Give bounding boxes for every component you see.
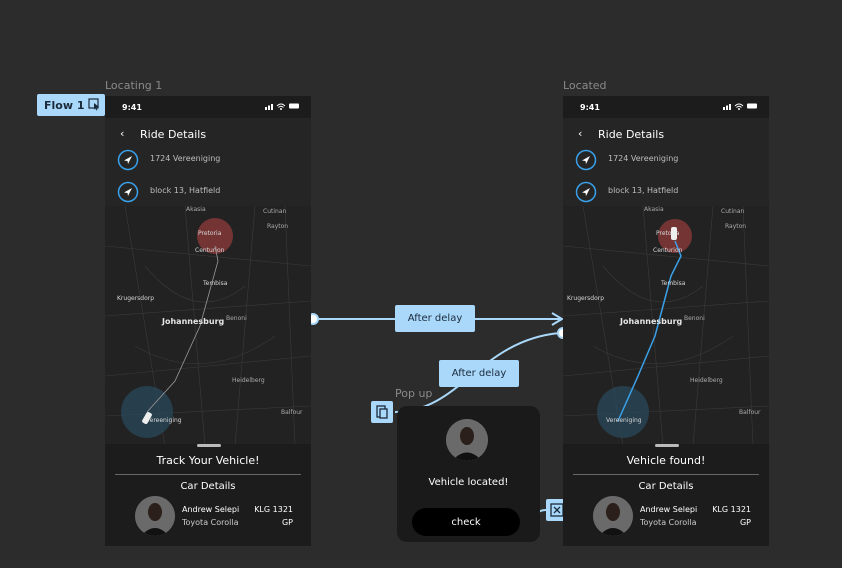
driver-name: Andrew Selepi (182, 505, 240, 514)
phone-frame-located: 9:41 ‹ Ride Details 1724 Vereeniging blo… (563, 96, 769, 546)
route-line (146, 245, 219, 413)
map-label-benoni: Benoni (684, 315, 705, 322)
map-label-johannesburg: Johannesburg (620, 317, 683, 326)
flow-play-icon (88, 98, 99, 111)
signal-wifi-battery-icon (265, 103, 299, 110)
destination-location-text: block 13, Hatfield (608, 186, 679, 195)
map-label-balfour: Balfour (281, 409, 303, 416)
map-label-pretoria: Pretoria (656, 230, 680, 237)
map-label-cutinan: Cutinan (263, 208, 287, 215)
car-model: Toyota Corolla (182, 518, 239, 527)
driver-avatar (135, 496, 175, 536)
map-roads (105, 206, 311, 446)
map-label-krugersdorp: Krugersdorp (567, 295, 605, 302)
destination-location-row[interactable]: block 13, Hatfield (575, 180, 757, 204)
divider (573, 474, 759, 475)
map-label-vereeniging: Vereeniging (146, 417, 182, 424)
map-label-johannesburg: Johannesburg (162, 317, 225, 326)
destination-location-text: block 13, Hatfield (150, 186, 221, 195)
map-roads (563, 206, 769, 446)
frame-label-popup: Pop up (395, 387, 433, 400)
sheet-title: Vehicle found! (626, 454, 706, 467)
connection-label-after-delay-1[interactable]: After delay (395, 305, 475, 332)
connector-arrow-1 (551, 312, 564, 326)
divider (115, 474, 301, 475)
status-bar: 9:41 (563, 96, 769, 118)
map-label-cutinan: Cutinan (721, 208, 745, 215)
map-label-rayton: Rayton (267, 223, 289, 230)
connection-label-after-delay-2[interactable]: After delay (439, 360, 519, 387)
check-button[interactable]: check (412, 508, 520, 536)
bottom-sheet: Track Your Vehicle! Car Details Andrew S… (105, 444, 311, 546)
map-label-balfour: Balfour (739, 409, 761, 416)
map-label-vereeniging: Vereeniging (606, 417, 642, 424)
flow-start-badge[interactable]: Flow 1 (37, 94, 105, 116)
driver-avatar (593, 496, 633, 536)
driver-name: Andrew Selepi (640, 505, 698, 514)
frame-label-located: Located (563, 79, 607, 92)
status-bar: 9:41 (105, 96, 311, 118)
frame-label-locating: Locating 1 (105, 79, 163, 92)
pickup-location-text: 1724 Vereeniging (150, 154, 221, 163)
sheet-title: Track Your Vehicle! (156, 454, 260, 467)
sheet-handle[interactable] (655, 444, 679, 447)
phone-frame-locating: 9:41 ‹ Ride Details 1724 Vereeniging blo… (105, 96, 311, 546)
car-marker-icon (671, 227, 677, 240)
map-label-tembisa: Tembisa (203, 280, 228, 287)
pickup-location-row[interactable]: 1724 Vereeniging (575, 148, 757, 172)
map-label-centurion: Centurion (653, 247, 683, 254)
car-details-title: Car Details (180, 481, 236, 492)
ride-details-header: ‹ Ride Details 1724 Vereeniging block 13… (563, 118, 769, 216)
sheet-handle[interactable] (197, 444, 221, 447)
map-label-tembisa: Tembisa (661, 280, 686, 287)
map-view[interactable]: Akasia Cutinan Rayton Pretoria Centurion… (105, 206, 311, 446)
car-model: Toyota Corolla (640, 518, 697, 527)
map-label-rayton: Rayton (725, 223, 747, 230)
navigation-arrow-icon (575, 149, 597, 171)
map-label-krugersdorp: Krugersdorp (117, 295, 155, 302)
driver-avatar (446, 419, 488, 461)
car-details-title: Car Details (638, 481, 694, 492)
map-label-heidelberg: Heidelberg (232, 377, 265, 384)
plate-province: GP (739, 518, 751, 527)
page-title: Ride Details (598, 128, 665, 141)
destination-location-row[interactable]: block 13, Hatfield (117, 180, 299, 204)
overlay-trigger-icon[interactable] (371, 401, 393, 423)
pretoria-marker (197, 218, 233, 254)
map-label-heidelberg: Heidelberg (690, 377, 723, 384)
status-time: 9:41 (580, 103, 600, 112)
ride-details-header: ‹ Ride Details 1724 Vereeniging block 13… (105, 118, 311, 216)
vereeniging-marker (597, 386, 649, 438)
map-label-pretoria: Pretoria (198, 230, 222, 237)
signal-wifi-battery-icon (723, 103, 757, 110)
navigation-arrow-icon (117, 149, 139, 171)
map-label-benoni: Benoni (226, 315, 247, 322)
vehicle-located-popup: Vehicle located! check (397, 406, 540, 542)
pickup-location-text: 1724 Vereeniging (608, 154, 679, 163)
map-label-centurion: Centurion (195, 247, 225, 254)
license-plate: KLG 1321 (254, 505, 293, 514)
navigation-arrow-icon (575, 181, 597, 203)
back-chevron-icon[interactable]: ‹ (578, 127, 583, 140)
back-chevron-icon[interactable]: ‹ (120, 127, 125, 140)
car-marker-icon (142, 412, 152, 424)
flow-badge-label: Flow 1 (44, 98, 85, 112)
license-plate: KLG 1321 (712, 505, 751, 514)
bottom-sheet: Vehicle found! Car Details Andrew Selepi… (563, 444, 769, 546)
plate-province: GP (281, 518, 293, 527)
map-label-akasia: Akasia (186, 206, 206, 213)
pickup-location-row[interactable]: 1724 Vereeniging (117, 148, 299, 172)
map-label-akasia: Akasia (644, 206, 664, 213)
navigation-arrow-icon (117, 181, 139, 203)
page-title: Ride Details (140, 128, 207, 141)
map-view[interactable]: Akasia Cutinan Rayton Pretoria Centurion… (563, 206, 769, 446)
route-line (617, 240, 682, 422)
popup-message: Vehicle located! (428, 477, 509, 488)
status-time: 9:41 (122, 103, 142, 112)
